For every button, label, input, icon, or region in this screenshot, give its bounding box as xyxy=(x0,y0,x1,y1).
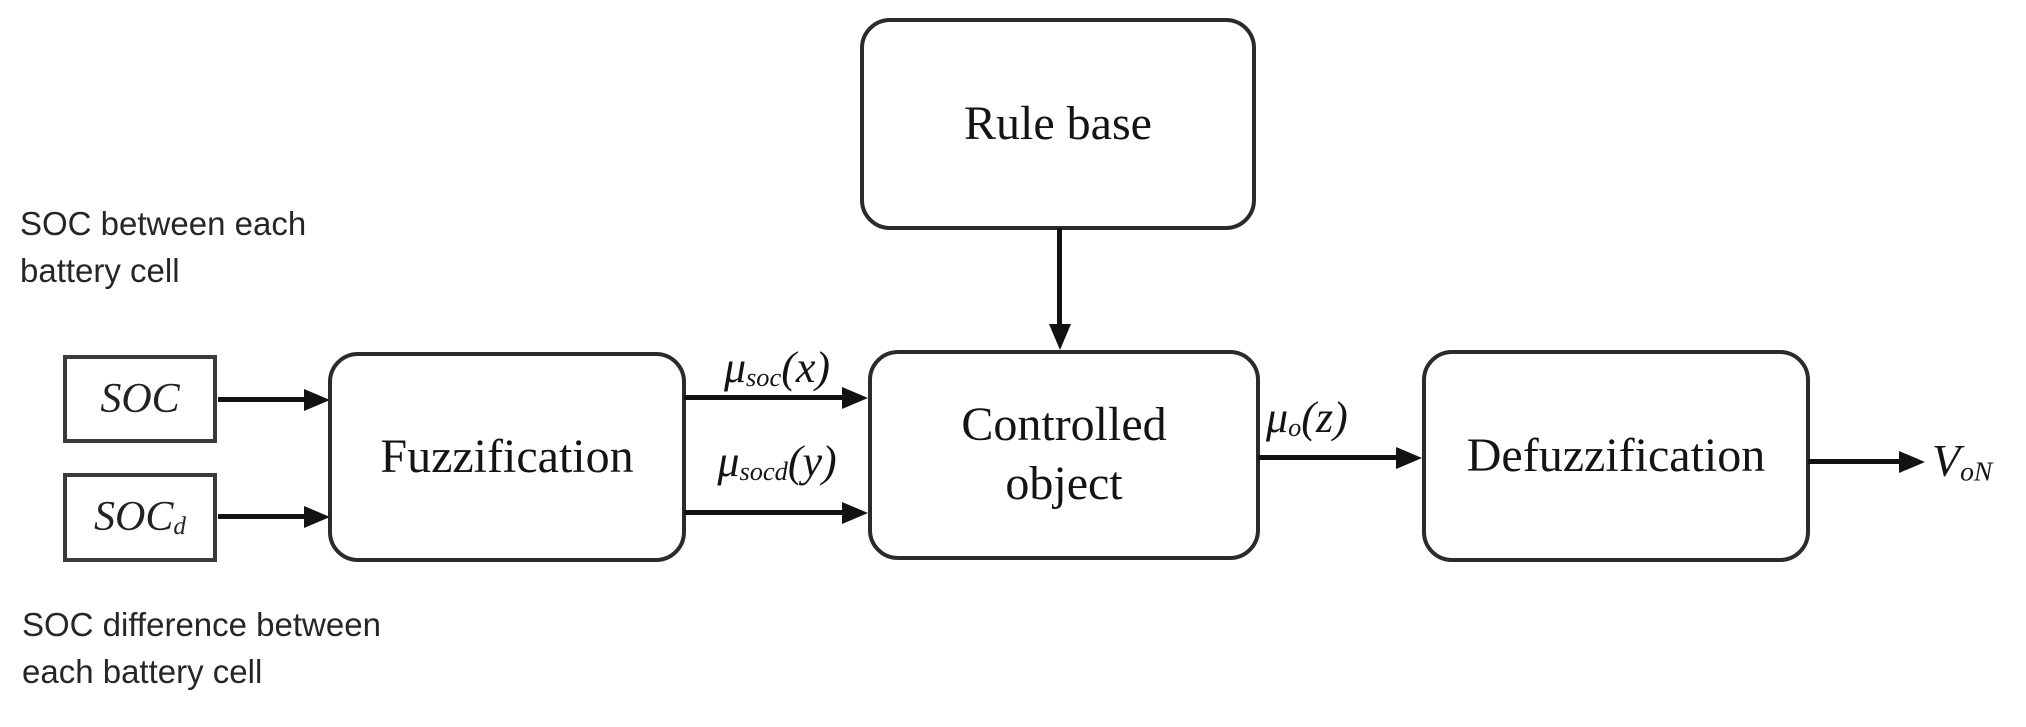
arrowhead-icon xyxy=(1899,451,1925,473)
soc-difference-annotation: SOC difference between each battery cell xyxy=(22,602,381,696)
soc-between-line2: battery cell xyxy=(20,251,180,289)
arrowhead-icon xyxy=(842,387,868,409)
rule-base-block: Rule base xyxy=(860,18,1256,230)
soc-between-annotation: SOC between each battery cell xyxy=(20,201,306,295)
arrow-line xyxy=(218,397,306,402)
mu-socd-signal-label: μsocd(y) xyxy=(717,437,837,487)
arrowhead-icon xyxy=(304,506,330,528)
arrow-line xyxy=(1057,228,1062,326)
arrowhead-icon xyxy=(1396,447,1422,469)
controlled-object-block: Controlled object xyxy=(868,350,1260,560)
soc-input-label: SOC xyxy=(100,375,180,422)
fuzzification-block: Fuzzification xyxy=(328,352,686,562)
mu-o-signal-label: μo(z) xyxy=(1266,393,1348,443)
rule-base-label: Rule base xyxy=(964,96,1152,150)
defuzzification-label: Defuzzification xyxy=(1466,428,1766,482)
arrow-line xyxy=(1808,459,1901,464)
arrow-line xyxy=(684,395,844,400)
controlled-object-line1: Controlled xyxy=(961,398,1167,452)
soc-between-line1: SOC between each xyxy=(20,205,307,242)
defuzzification-block: Defuzzification xyxy=(1422,350,1810,562)
fuzzification-label: Fuzzification xyxy=(380,429,634,483)
arrowhead-icon xyxy=(1049,324,1071,350)
arrow-line xyxy=(1258,455,1398,460)
soc-difference-line1: SOC difference between xyxy=(22,606,381,643)
controlled-object-line2: object xyxy=(1005,457,1123,510)
soc-difference-line2: each battery cell xyxy=(22,652,263,690)
mu-soc-signal-label: μsoc(x) xyxy=(723,343,831,393)
socd-input-box: SOCd xyxy=(63,473,217,562)
arrow-line xyxy=(684,510,844,515)
socd-input-label: SOCd xyxy=(94,494,186,541)
soc-input-box: SOC xyxy=(63,355,217,443)
arrowhead-icon xyxy=(304,389,330,411)
output-von-label: VoN xyxy=(1932,435,1993,487)
arrowhead-icon xyxy=(842,502,868,524)
arrow-line xyxy=(218,514,306,519)
